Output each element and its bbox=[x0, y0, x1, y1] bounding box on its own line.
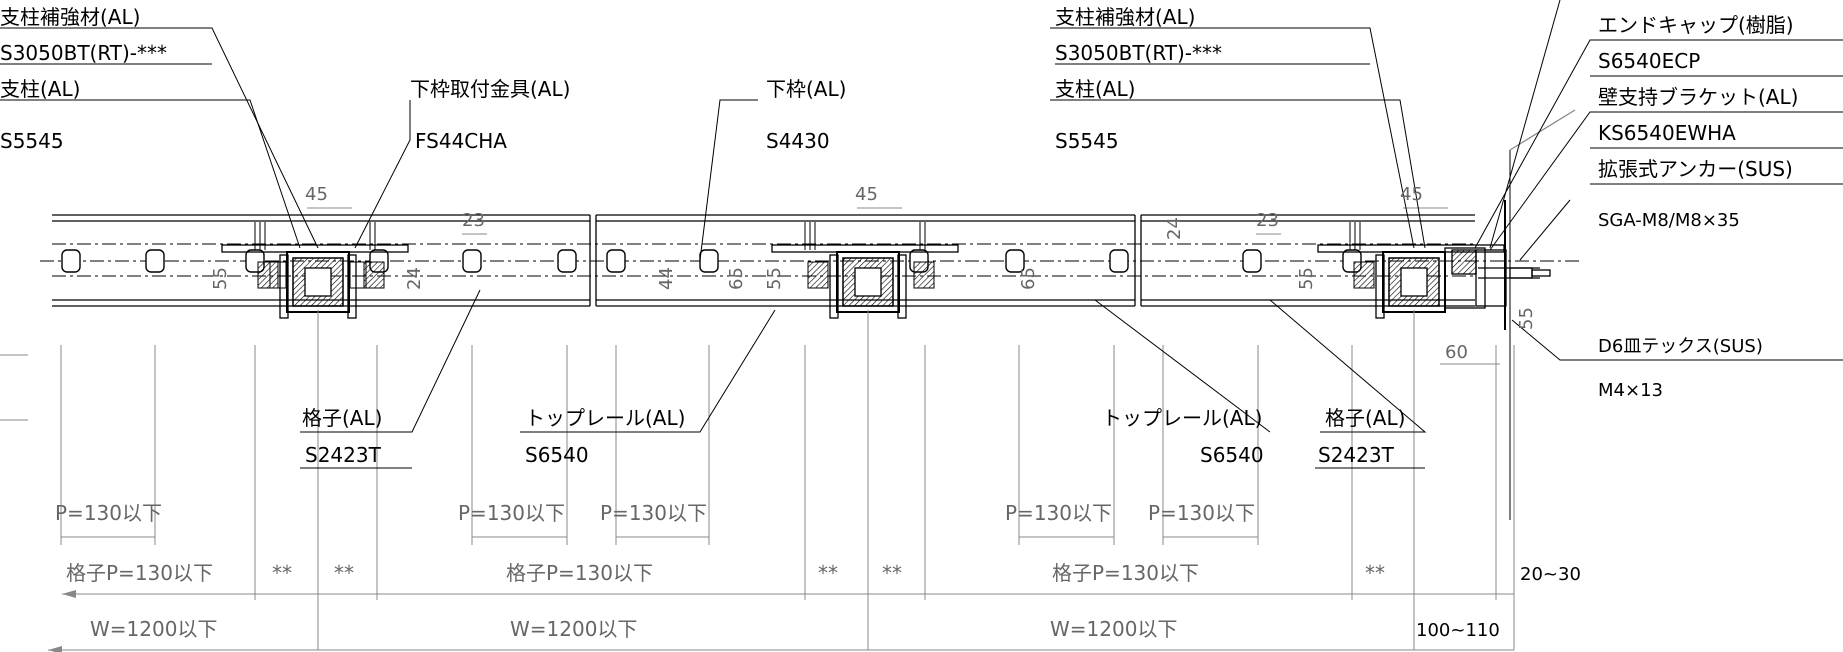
dim-65-a: 65 bbox=[726, 267, 747, 290]
dim-55-a: 55 bbox=[210, 267, 231, 290]
pitch-4: P=130以下 bbox=[1005, 501, 1112, 525]
bracket-title: 下枠取付金具(AL) bbox=[410, 77, 570, 101]
endcap-title: エンドキャップ(樹脂) bbox=[1598, 13, 1794, 37]
end-width: 100~110 bbox=[1416, 620, 1500, 641]
post-right bbox=[1317, 222, 1505, 319]
stars-3: ** bbox=[818, 561, 838, 585]
left-reinforce-title: 支柱補強材(AL) bbox=[0, 5, 140, 29]
dim-23-right: 23 bbox=[1256, 210, 1279, 231]
toprail2-code: S6540 bbox=[1200, 443, 1264, 467]
right-reinforce-code: S3050BT(RT)-*** bbox=[1055, 41, 1222, 65]
tex-title: D6皿テックス(SUS) bbox=[1598, 336, 1763, 357]
tex-code: M4×13 bbox=[1598, 380, 1663, 401]
dim-55-d: 55 bbox=[1516, 307, 1537, 330]
width-3: W=1200以下 bbox=[1050, 617, 1177, 641]
extension-lines bbox=[60, 310, 1515, 650]
pitch-3: P=130以下 bbox=[600, 501, 707, 525]
dimension-lines bbox=[0, 207, 1514, 651]
lattice2-title: 格子(AL) bbox=[1325, 406, 1405, 430]
dim-60: 60 bbox=[1445, 342, 1468, 363]
stars-5: ** bbox=[1365, 561, 1385, 585]
wall-bracket-title: 壁支持ブラケット(AL) bbox=[1598, 85, 1798, 109]
lattice-pitch-1: 格子P=130以下 bbox=[66, 561, 213, 585]
lattice1-title: 格子(AL) bbox=[302, 406, 382, 430]
wall-bracket-code: KS6540EWHA bbox=[1598, 121, 1736, 145]
dim-23-left: 23 bbox=[462, 210, 485, 231]
width-1: W=1200以下 bbox=[90, 617, 217, 641]
dim-24-a: 24 bbox=[404, 267, 425, 290]
lattice-pitch-2: 格子P=130以下 bbox=[506, 561, 653, 585]
dim-55-b: 55 bbox=[764, 267, 785, 290]
pitch-2: P=130以下 bbox=[458, 501, 565, 525]
anchor-code: SGA-M8/M8×35 bbox=[1598, 210, 1740, 231]
left-post-code: S5545 bbox=[0, 129, 64, 153]
dimension-arrows bbox=[48, 590, 76, 652]
post-middle bbox=[771, 222, 959, 319]
pitch-1: P=130以下 bbox=[55, 501, 162, 525]
stars-4: ** bbox=[882, 561, 902, 585]
right-post-code: S5545 bbox=[1055, 129, 1119, 153]
right-reinforce-title: 支柱補強材(AL) bbox=[1055, 5, 1195, 29]
lattice2-code: S2423T bbox=[1318, 443, 1395, 467]
pitch-5: P=130以下 bbox=[1148, 501, 1255, 525]
bracket-code: FS44CHA bbox=[415, 129, 507, 153]
leader-lines bbox=[0, 0, 1843, 433]
dim-24-b: 24 bbox=[1164, 217, 1185, 240]
width-2: W=1200以下 bbox=[510, 617, 637, 641]
callout-underlines bbox=[0, 63, 1843, 469]
wall-end-assembly bbox=[1444, 109, 1576, 520]
dim-45-left: 45 bbox=[305, 184, 328, 205]
lattice-bars bbox=[61, 249, 1362, 273]
anchor-title: 拡張式アンカー(SUS) bbox=[1598, 157, 1793, 181]
lattice1-code: S2423T bbox=[305, 443, 382, 467]
post-left bbox=[221, 222, 409, 319]
stars-2: ** bbox=[334, 561, 354, 585]
dim-45-middle: 45 bbox=[855, 184, 878, 205]
toprail2-title: トップレール(AL) bbox=[1102, 406, 1262, 430]
end-gap: 20~30 bbox=[1520, 564, 1581, 585]
stars-1: ** bbox=[272, 561, 292, 585]
lower-frame-code: S4430 bbox=[766, 129, 830, 153]
dim-45-right: 45 bbox=[1400, 184, 1423, 205]
left-post-title: 支柱(AL) bbox=[0, 77, 80, 101]
dim-55-c: 55 bbox=[1296, 267, 1317, 290]
dim-65-b: 65 bbox=[1018, 267, 1039, 290]
lattice-pitch-3: 格子P=130以下 bbox=[1052, 561, 1199, 585]
right-post-title: 支柱(AL) bbox=[1055, 77, 1135, 101]
toprail1-code: S6540 bbox=[525, 443, 589, 467]
endcap-code: S6540ECP bbox=[1598, 49, 1700, 73]
lower-frame-title: 下枠(AL) bbox=[766, 77, 846, 101]
toprail1-title: トップレール(AL) bbox=[525, 406, 685, 430]
left-reinforce-code: S3050BT(RT)-*** bbox=[0, 41, 167, 65]
dim-44: 44 bbox=[656, 267, 677, 290]
